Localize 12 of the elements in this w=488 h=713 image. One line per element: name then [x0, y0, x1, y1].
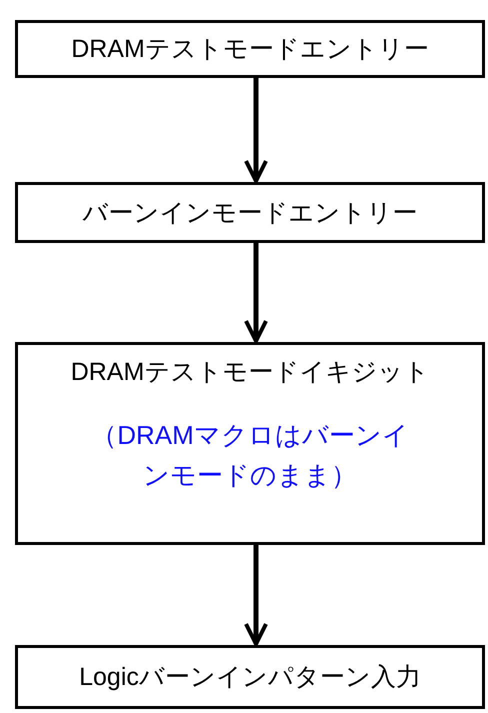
arrow	[244, 78, 268, 183]
step-label: DRAMテストモードイキジット	[70, 357, 430, 387]
note-text: （DRAMマクロはバーンインモードのまま）	[90, 419, 410, 492]
arrow	[244, 545, 268, 646]
process-box	[15, 342, 485, 545]
process-box	[15, 182, 485, 243]
arrow	[244, 243, 268, 343]
step-label: Logicバーンインパターン入力	[78, 662, 422, 692]
process-box	[15, 645, 485, 709]
process-box	[15, 20, 485, 78]
step-label: DRAMテストモードエントリー	[70, 34, 430, 64]
step-label: バーンインモードエントリー	[82, 198, 418, 228]
